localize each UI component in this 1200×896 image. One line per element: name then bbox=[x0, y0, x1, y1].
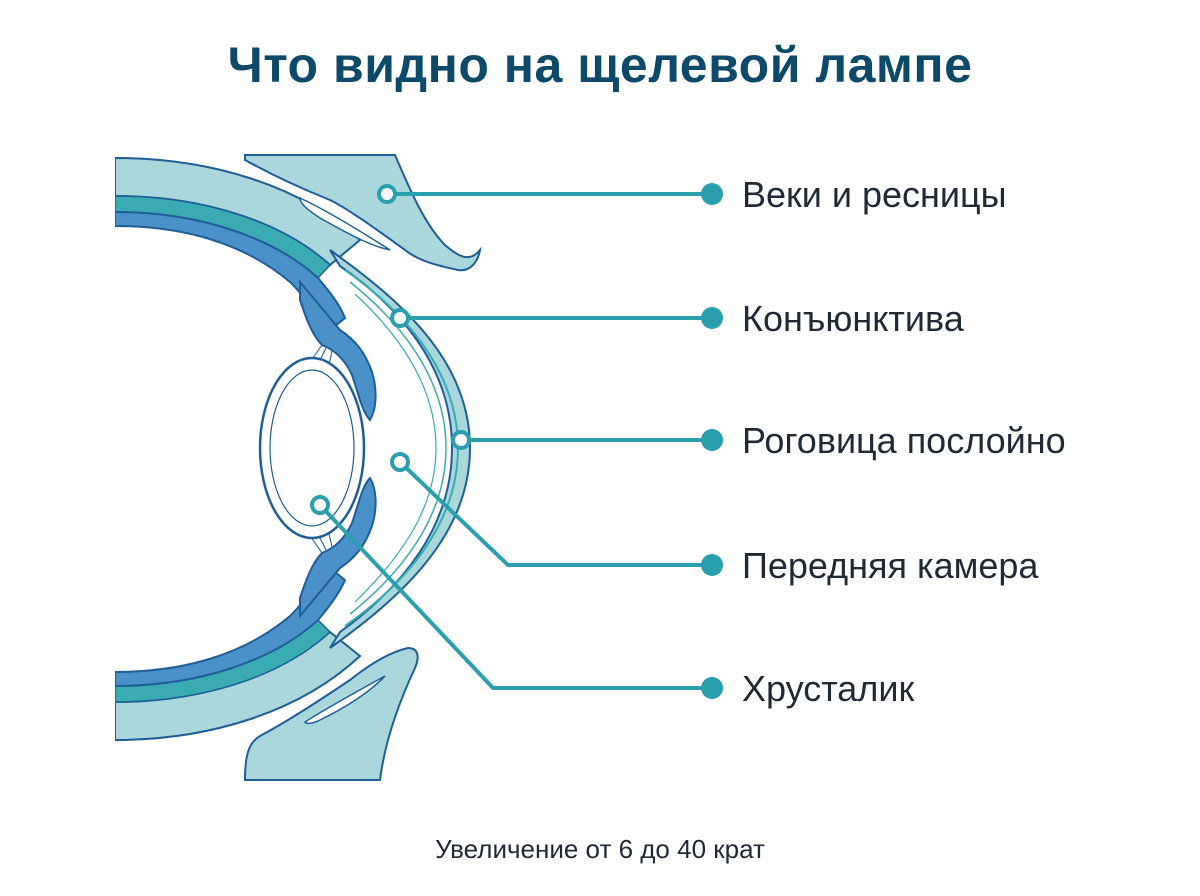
marker-conjunctiva bbox=[390, 308, 410, 328]
dot-anterior-chamber bbox=[701, 554, 723, 576]
marker-anterior-chamber bbox=[390, 452, 410, 472]
leader-lines bbox=[318, 192, 714, 690]
lower-eyelid-fold bbox=[304, 675, 386, 725]
upper-ciliary-body bbox=[299, 279, 377, 422]
cornea-layer-3 bbox=[354, 293, 437, 603]
label-dots bbox=[701, 183, 723, 699]
label-conjunctiva: Конъюнктива bbox=[742, 298, 964, 339]
upper-eyelid-fold bbox=[299, 196, 391, 251]
dot-cornea bbox=[701, 429, 723, 451]
caption: Увеличение от 6 до 40 крат bbox=[435, 834, 765, 864]
label-anterior-chamber: Передняя камера bbox=[742, 545, 1039, 586]
lens-nucleus bbox=[269, 369, 355, 527]
pointer-markers bbox=[310, 184, 471, 515]
leader-line-lens bbox=[318, 503, 714, 690]
label-cornea: Роговица послойно bbox=[742, 420, 1066, 461]
label-eyelids: Веки и ресницы bbox=[742, 174, 1007, 215]
upper-eyelid bbox=[244, 154, 482, 272]
eyeball-cross-section bbox=[115, 156, 472, 742]
marker-eyelids bbox=[377, 184, 397, 204]
dot-conjunctiva bbox=[701, 307, 723, 329]
dot-lens bbox=[701, 677, 723, 699]
lower-ciliary-body bbox=[299, 476, 377, 619]
lens bbox=[258, 356, 366, 540]
marker-lens bbox=[310, 495, 330, 515]
page-title: Что видно на щелевой лампе bbox=[227, 37, 973, 93]
dot-eyelids bbox=[701, 183, 723, 205]
leader-line-anterior-chamber bbox=[398, 460, 714, 567]
label-lens: Хрусталик bbox=[742, 668, 915, 709]
cornea bbox=[329, 249, 472, 649]
marker-cornea bbox=[451, 430, 471, 450]
